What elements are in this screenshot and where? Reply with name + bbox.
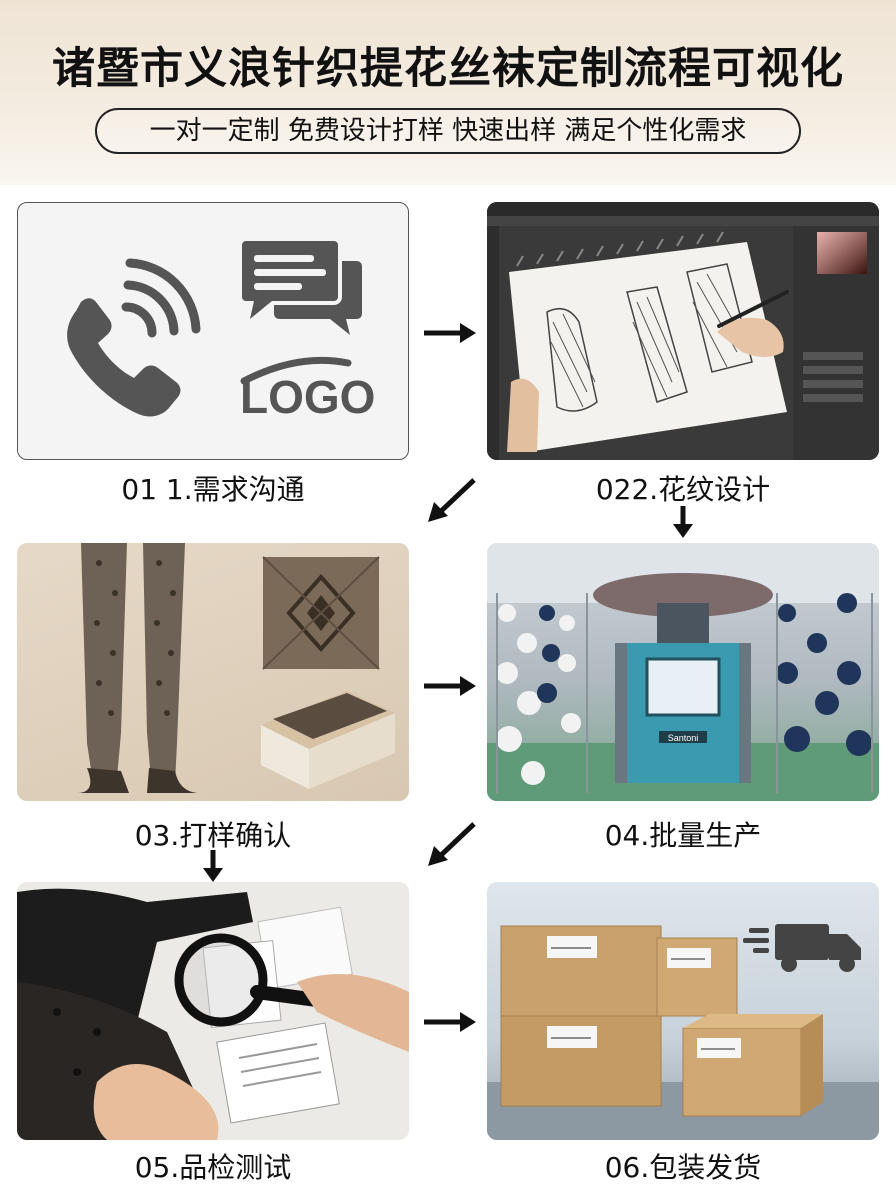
arrow-right-3-to-4	[424, 676, 476, 696]
delivery-truck-icon	[743, 924, 861, 972]
svg-text:Santoni: Santoni	[668, 733, 699, 743]
step-6-panel	[487, 882, 879, 1140]
step-2-caption: 022.花纹设计	[595, 473, 771, 506]
step-3-panel	[17, 543, 409, 801]
step-2-panel	[487, 202, 879, 460]
logo-mark: LOGO	[240, 356, 375, 423]
arrow-right-1-to-2	[424, 323, 476, 343]
yarn-racks	[496, 593, 873, 793]
gift-box	[261, 691, 395, 789]
subtitle-pill: 一对一定制 免费设计打样 快速出样 满足个性化需求	[95, 108, 801, 154]
arrow-down-2	[673, 506, 693, 538]
page-title: 诸暨市义浪针织提花丝袜定制流程可视化	[52, 44, 844, 94]
step-5-caption: 05.品检测试	[134, 1151, 292, 1184]
step-6-caption: 06.包装发货	[604, 1151, 762, 1184]
sketchbook-illustration	[507, 231, 789, 452]
header-banner: 诸暨市义浪针织提花丝袜定制流程可视化 一对一定制 免费设计打样 快速出样 满足个…	[0, 0, 896, 185]
cardboard-boxes	[500, 925, 823, 1117]
logo-text: LOGO	[240, 371, 375, 423]
inspection-labels	[202, 906, 353, 1124]
step-4-caption: 04.批量生产	[604, 819, 762, 852]
step-4-panel: Santoni	[487, 543, 879, 801]
knitting-machine: Santoni	[593, 573, 773, 783]
arrow-right-5-to-6	[424, 1012, 476, 1032]
arrow-diagonal-4-to-5	[428, 822, 476, 866]
magnifying-glass	[174, 933, 324, 1027]
chat-bubbles-icon	[238, 237, 362, 335]
phone-icon	[67, 258, 201, 417]
step-3-caption: 03.打样确认	[134, 819, 292, 852]
arrow-down-3	[203, 850, 223, 882]
fabric-swatch	[262, 556, 380, 670]
step-1-caption: 01 1.需求沟通	[121, 473, 305, 506]
stocking-legs-illustration	[77, 543, 197, 793]
step-1-panel: LOGO	[17, 202, 409, 460]
step-5-panel	[17, 882, 409, 1140]
arrow-diagonal-2-to-3	[428, 478, 476, 522]
